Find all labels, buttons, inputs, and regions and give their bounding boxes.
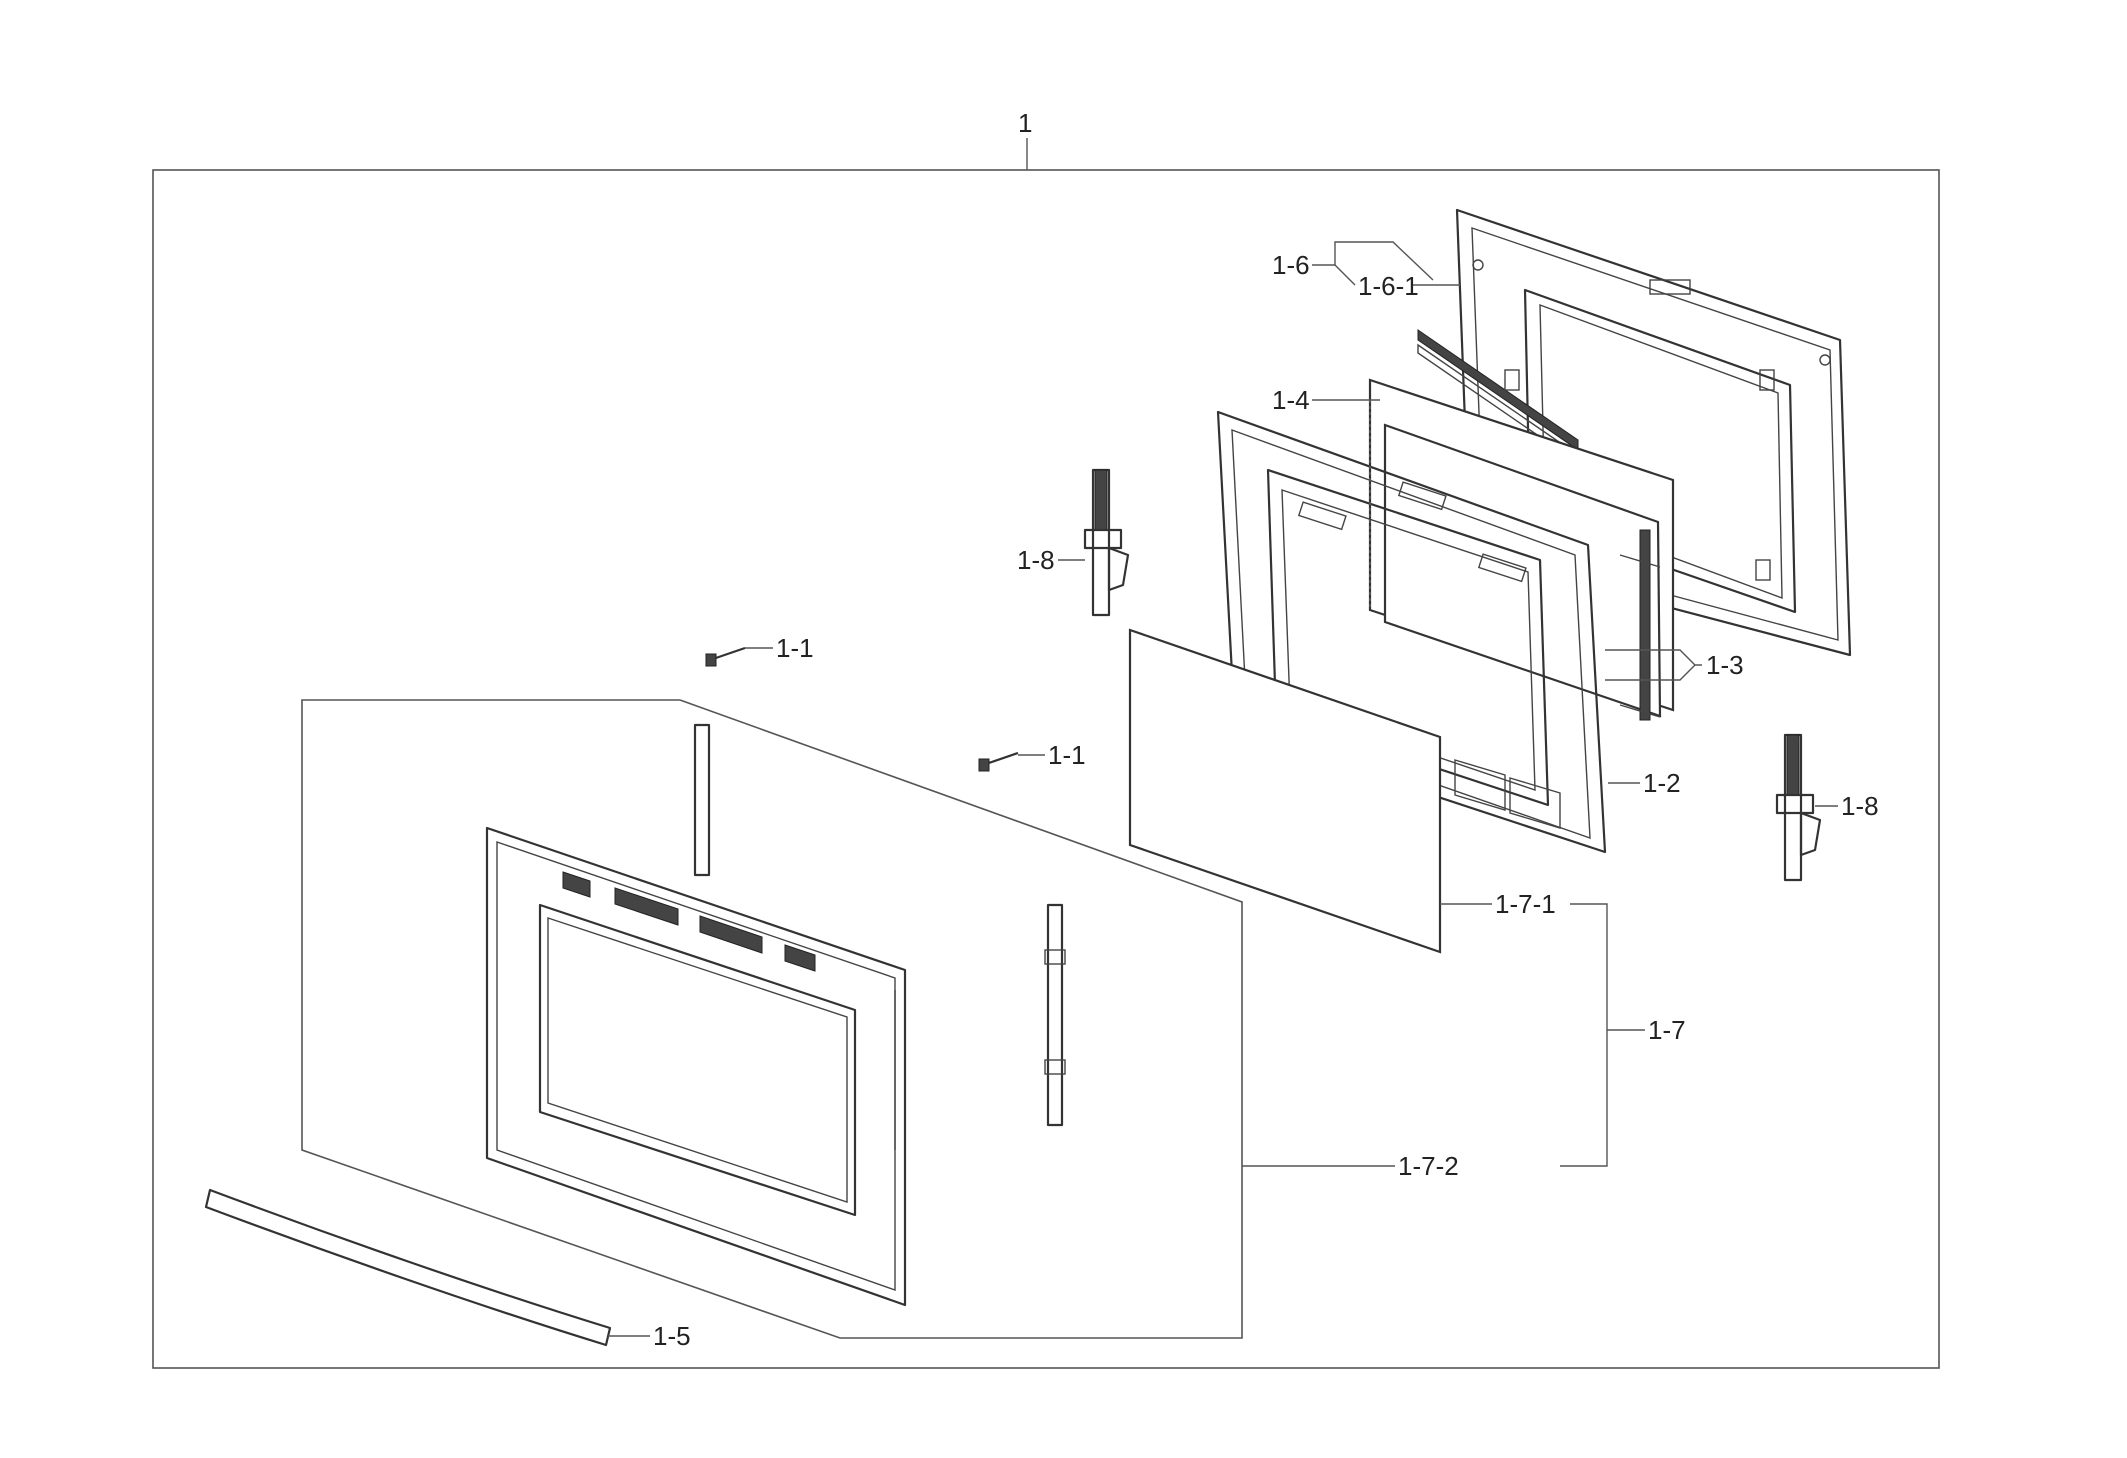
assembly-border <box>152 169 1940 1369</box>
glass-panel-1-4 <box>1368 378 1675 718</box>
callout-1-6-1: 1-6-1 <box>1358 271 1419 301</box>
callout-1-7-2: 1-7-2 <box>1398 1151 1459 1181</box>
callout-1-1-upper: 1-1 <box>776 633 814 663</box>
leader-1-6 <box>1312 241 1434 281</box>
inner-frame-1-2 <box>1216 410 1661 854</box>
leader-1-6-1 <box>1334 264 1356 286</box>
callout-1-8-right: 1-8 <box>1841 791 1879 821</box>
screw-upper-1-1 <box>705 646 746 667</box>
callout-1-3: 1-3 <box>1706 650 1744 680</box>
screw-lower-1-1 <box>978 751 1019 772</box>
hinge-left-1-8 <box>1083 468 1130 617</box>
callout-1-8-left: 1-8 <box>1017 545 1055 575</box>
outer-door-panel-1-7-2 <box>485 723 1066 1307</box>
callout-1-7-1: 1-7-1 <box>1495 889 1556 919</box>
callout-1-4: 1-4 <box>1272 385 1310 415</box>
callout-1-5: 1-5 <box>653 1321 691 1351</box>
hinge-right-1-8 <box>1775 733 1822 882</box>
leader-1-7 <box>1560 903 1608 1167</box>
callout-1-2: 1-2 <box>1643 768 1681 798</box>
subassembly-1-7-2-boundary <box>301 699 1243 1339</box>
callout-1: 1 <box>1018 108 1032 138</box>
door-handle-1-5 <box>204 1188 612 1347</box>
callout-labels: 1-6 1-6-1 1-4 1-8 1-1 1-3 1-1 1-2 1-8 1-… <box>653 250 1879 1351</box>
leader-1-3 <box>1605 649 1702 666</box>
callout-1-6: 1-6 <box>1272 250 1310 280</box>
callout-1-7: 1-7 <box>1648 1015 1686 1045</box>
callout-1-1-lower: 1-1 <box>1048 740 1086 770</box>
glass-panel-1-7-1 <box>1128 628 1442 954</box>
